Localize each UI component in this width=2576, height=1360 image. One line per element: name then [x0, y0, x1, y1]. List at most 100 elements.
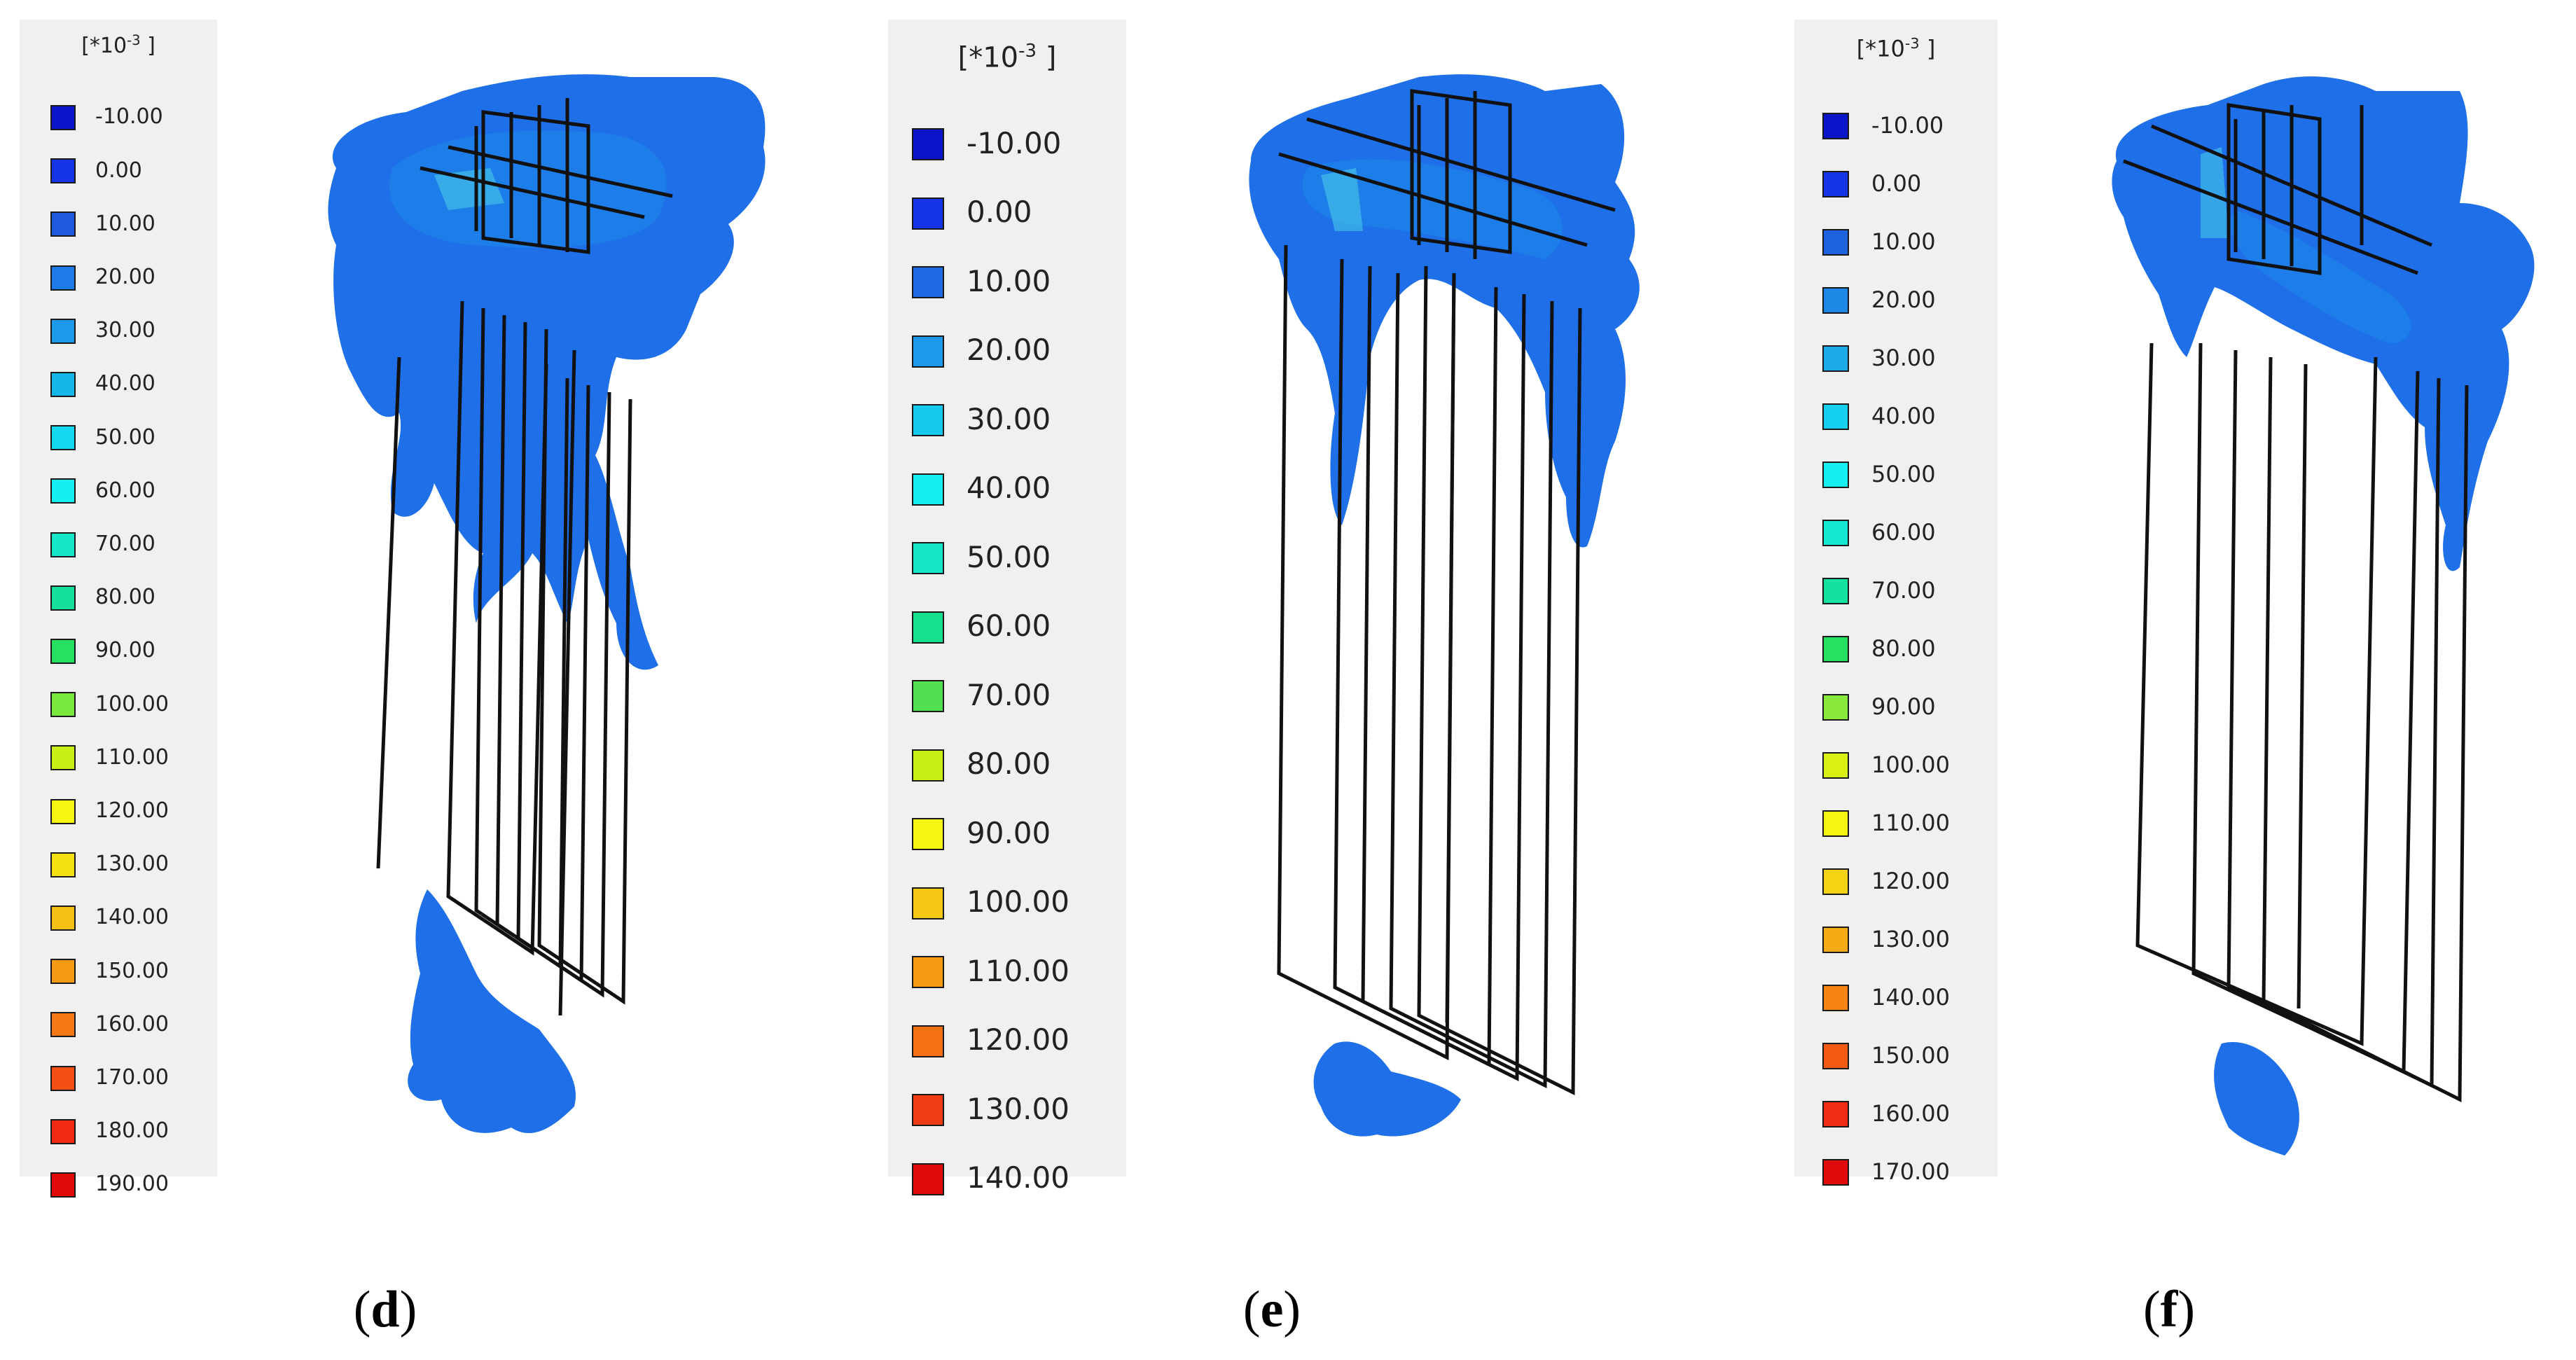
legend-swatch	[912, 128, 944, 160]
legend-value: 120.00	[1871, 868, 1950, 895]
legend-item: 30.00	[1794, 345, 1997, 372]
contour-3d-model	[328, 74, 766, 1134]
contour-hotspot	[1321, 168, 1363, 231]
legend-swatch	[912, 1025, 944, 1057]
legend-swatch	[1822, 578, 1849, 604]
legend-value: 0.00	[967, 195, 1032, 230]
legend-swatch	[50, 318, 76, 344]
legend-swatch	[1822, 113, 1849, 139]
legend-value: 30.00	[1871, 345, 1936, 372]
panel-label: (d)	[353, 1281, 417, 1338]
legend-value: 100.00	[1871, 751, 1950, 779]
legend-item: 40.00	[20, 371, 217, 397]
contour-top-band	[1302, 159, 1563, 259]
legend-item: 150.00	[1794, 1042, 1997, 1069]
legend-value: 80.00	[95, 585, 155, 610]
legend-swatch	[1822, 1101, 1849, 1127]
legend-item: 10.00	[888, 264, 1126, 298]
legend-swatch	[912, 473, 944, 506]
legend-value: 150.00	[1871, 1042, 1950, 1069]
legend-item: -10.00	[20, 104, 217, 130]
legend-swatch	[912, 956, 944, 988]
legend-value: -10.00	[1871, 112, 1944, 139]
legend-value: 80.00	[1871, 635, 1936, 662]
legend-item: 110.00	[1794, 810, 1997, 837]
legend-swatch	[50, 905, 76, 931]
legend-value: 70.00	[95, 532, 155, 556]
legend-item: 50.00	[1794, 461, 1997, 488]
legend-item: 130.00	[20, 852, 217, 877]
legend-value: 10.00	[1871, 228, 1936, 256]
legend-value: 30.00	[95, 318, 155, 343]
legend-item: 150.00	[20, 959, 217, 985]
legend-value: 20.00	[95, 265, 155, 289]
legend-item: 120.00	[20, 798, 217, 824]
legend-item: 170.00	[20, 1065, 217, 1091]
legend-value: 160.00	[95, 1011, 169, 1036]
legend-swatch	[1822, 694, 1849, 721]
legend-item: 80.00	[20, 585, 217, 611]
legend-swatch	[50, 639, 76, 664]
legend-item: 170.00	[1794, 1158, 1997, 1186]
legend-value: 160.00	[1871, 1100, 1950, 1127]
legend-swatch	[912, 335, 944, 368]
contour-bottom-region	[2214, 1042, 2299, 1156]
legend-value: 100.00	[967, 884, 1069, 920]
legend-swatch	[50, 158, 76, 184]
legend-value: -10.00	[95, 104, 163, 130]
legend-item: 70.00	[888, 678, 1126, 712]
legend-item: 80.00	[888, 747, 1126, 782]
legend-value: 70.00	[1871, 577, 1936, 604]
legend-swatch	[1822, 287, 1849, 314]
legend-swatch	[912, 749, 944, 782]
legend-item: 100.00	[1794, 751, 1997, 779]
legend-value: 30.00	[967, 401, 1051, 436]
legend-value: 0.00	[95, 158, 142, 183]
panel-label: (e)	[1242, 1281, 1301, 1338]
legend-item: 50.00	[20, 425, 217, 451]
legend-swatch	[912, 266, 944, 298]
legend-swatch	[50, 425, 76, 451]
legend-item: 60.00	[888, 609, 1126, 644]
legend-value: 110.00	[95, 744, 169, 770]
legend-swatch	[50, 1118, 76, 1144]
legend-item: 140.00	[20, 905, 217, 931]
legend-value: 60.00	[1871, 519, 1936, 546]
legend-item: 110.00	[888, 954, 1126, 988]
legend-swatch	[1822, 345, 1849, 372]
legend-swatch	[1822, 229, 1849, 256]
legend-item: 190.00	[20, 1172, 217, 1198]
contour-bottom-region	[1313, 1041, 1461, 1137]
legend-value: 140.00	[1871, 984, 1950, 1011]
legend-swatch	[50, 532, 76, 557]
legend-swatch	[912, 680, 944, 712]
legend-value: 40.00	[967, 471, 1051, 506]
legend-value: 50.00	[95, 424, 155, 450]
legend-value: 80.00	[967, 747, 1051, 782]
legend-swatch	[50, 372, 76, 397]
legend-value: 90.00	[967, 815, 1051, 850]
legend-swatch	[1822, 403, 1849, 430]
rebar-wireframe	[376, 98, 673, 1016]
legend-item: 60.00	[20, 478, 217, 504]
legend-value: -10.00	[967, 125, 1062, 160]
legend-value: 10.00	[967, 263, 1051, 298]
legend-item: 10.00	[20, 211, 217, 237]
legend-swatch	[1822, 752, 1849, 779]
legend-item: 160.00	[20, 1012, 217, 1038]
legend-swatch	[1822, 520, 1849, 546]
legend-item: 120.00	[1794, 868, 1997, 895]
contour-top-band	[389, 130, 667, 248]
legend-item: 110.00	[20, 745, 217, 771]
legend-item: 20.00	[1794, 286, 1997, 314]
legend-swatch	[912, 611, 944, 644]
legend-value: 120.00	[95, 798, 169, 823]
rebar-wireframe	[1277, 89, 1616, 1096]
legend-swatch	[912, 1094, 944, 1126]
legend-swatch	[1822, 636, 1849, 662]
legend-value: 170.00	[1871, 1158, 1950, 1186]
legend-item: 20.00	[888, 333, 1126, 368]
